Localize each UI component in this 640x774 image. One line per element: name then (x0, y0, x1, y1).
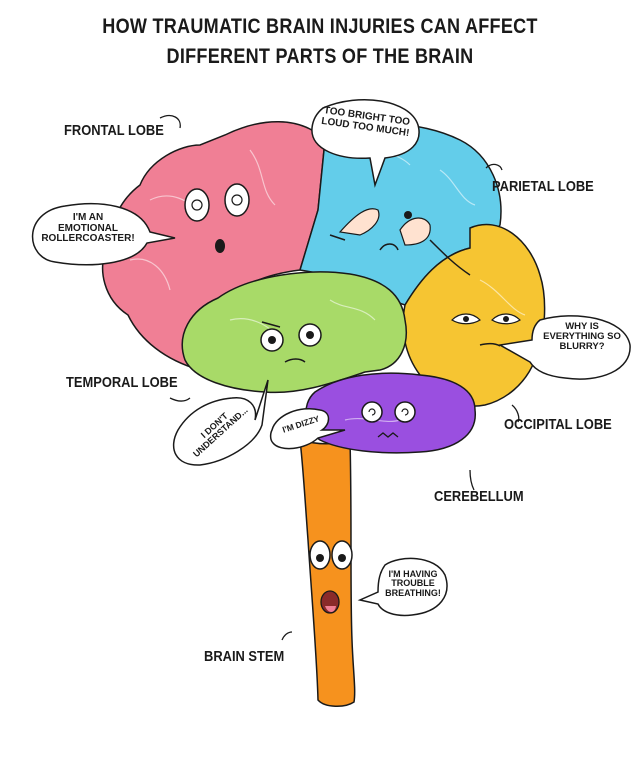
occipital-speech-bubble (497, 315, 631, 380)
temporal-speech-bubble (172, 379, 269, 466)
label-temporal-lobe: TEMPORAL LOBE (66, 374, 178, 391)
label-pointers (159, 114, 520, 641)
label-parietal-lobe: PARIETAL LOBE (492, 178, 594, 195)
brainstem-bubble-text: I'M HAVING TROUBLE BREATHING! (380, 569, 446, 598)
brain-stem-face (309, 540, 353, 614)
diagram-title: HOW TRAUMATIC BRAIN INJURIES CAN AFFECT … (45, 12, 595, 72)
cerebellum-speech-bubble (269, 408, 346, 450)
occipital-bubble-text: WHY IS EVERYTHING SO BLURRY? (535, 322, 629, 352)
frontal-speech-bubble (31, 203, 176, 266)
title-line-2: DIFFERENT PARTS OF THE BRAIN (166, 45, 474, 68)
frontal-face (184, 183, 250, 253)
parietal-speech-bubble (311, 98, 420, 188)
frontal-bubble-line: ROLLERCOASTER! (41, 233, 135, 244)
label-cerebellum: CEREBELLUM (434, 488, 524, 505)
label-occipital-lobe: OCCIPITAL LOBE (504, 416, 612, 433)
title-line-1: HOW TRAUMATIC BRAIN INJURIES CAN AFFECT (102, 15, 538, 38)
brainstem-bubble-line: BREATHING! (385, 587, 441, 598)
frontal-bubble-line: EMOTIONAL (58, 222, 118, 234)
occipital-bubble-line: BLURRY? (559, 340, 605, 352)
temporal-lobe-region (181, 271, 407, 394)
brainstem-bubble-line: I'M HAVING (388, 569, 438, 579)
occipital-face (451, 313, 521, 347)
cerebellum-face (361, 401, 416, 438)
brain-stem-region (299, 438, 356, 707)
brainstem-speech-bubble (357, 557, 448, 617)
parietal-face (329, 208, 471, 276)
frontal-bubble-line: I'M AN (72, 212, 104, 223)
cerebellum-region (305, 372, 476, 454)
label-frontal-lobe: FRONTAL LOBE (64, 122, 164, 139)
occipital-bubble-line: WHY IS (565, 321, 599, 332)
brainstem-bubble-line: TROUBLE (391, 578, 435, 589)
frontal-bubble-text: I'M AN EMOTIONAL ROLLERCOASTER! (34, 212, 142, 245)
occipital-bubble-line: EVERYTHING SO (543, 330, 621, 342)
label-brain-stem: BRAIN STEM (204, 648, 285, 665)
temporal-face (260, 321, 322, 363)
